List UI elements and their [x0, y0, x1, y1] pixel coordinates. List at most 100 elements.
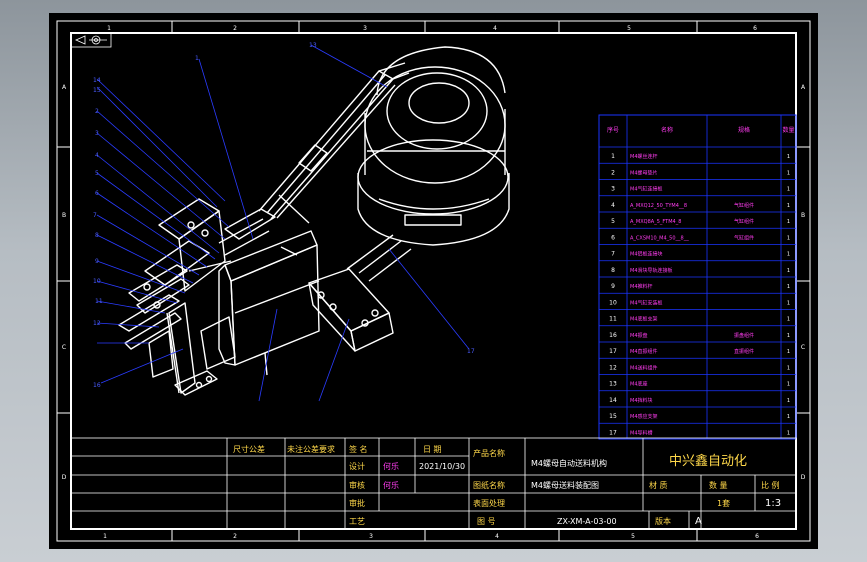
zone-top-1: 1	[107, 25, 111, 32]
bom-header-cell: 名称	[661, 126, 673, 134]
signature-header: 签 名	[349, 444, 368, 454]
bom-cell-no: 11	[609, 316, 617, 323]
bom-cell-qty: 1	[787, 365, 790, 371]
linear-vibrator	[218, 230, 320, 376]
bom-cell-qty: 1	[787, 382, 790, 388]
bom-cell-no: 1	[611, 153, 615, 160]
cylinder-assembly	[118, 198, 276, 396]
company-name: 中兴鑫自动化	[669, 453, 747, 469]
vibratory-bowl	[357, 46, 510, 246]
zone-right-d: D	[801, 474, 806, 481]
balloon-15: 15	[93, 87, 101, 94]
leader-lines	[96, 44, 470, 402]
balloon-6: 6	[95, 190, 99, 197]
bom-cell-name: M4底板支架	[630, 316, 658, 323]
bom-cell-name: M4挡料块	[630, 397, 653, 404]
zone-right-a: A	[801, 84, 806, 91]
product-label: 产品名称	[473, 448, 505, 458]
bom-cell-spec: 气缸组件	[734, 218, 754, 225]
balloon-8: 8	[95, 232, 99, 239]
zone-bottom-4: 4	[495, 533, 499, 540]
part-label: 图纸名称	[473, 480, 505, 490]
balloon-16: 16	[93, 382, 101, 389]
part-name: M4螺母送料装配图	[531, 480, 599, 490]
zone-bottom-2: 2	[233, 533, 237, 540]
bom-cell-no: 8	[611, 267, 615, 274]
bom-cell-qty: 1	[787, 300, 790, 306]
bom-cell-no: 4	[611, 202, 615, 209]
border-zone-labels: 1 2 3 4 5 6 1 2 3 4 5 6 A B C D A B C D	[62, 25, 806, 540]
bom-cell-no: 10	[609, 299, 617, 306]
balloon-10: 10	[93, 278, 101, 285]
zone-bottom-5: 5	[631, 533, 635, 540]
balloon-5: 5	[95, 170, 99, 177]
zone-left-d: D	[62, 474, 67, 481]
drawing-sheet: 1 2 3 4 5 6 1 2 3 4 5 6 A B C D A B C D	[49, 13, 818, 549]
bom-cell-qty: 1	[787, 333, 790, 339]
bom-cell-spec: 振盘组件	[734, 332, 754, 339]
process-label: 工艺	[349, 517, 365, 526]
bom-cell-name: M4气缸连接板	[630, 186, 663, 193]
bom-cell-no: 14	[609, 397, 617, 404]
bom-cell-qty: 1	[787, 219, 790, 225]
designer-label: 设计	[349, 461, 365, 471]
bom-cell-name: M4感应支架	[630, 413, 658, 420]
balloon-3: 3	[95, 130, 99, 137]
title-block	[70, 437, 797, 530]
bom-cell-spec: 气缸组件	[734, 234, 754, 241]
balloon-14: 14	[93, 77, 101, 84]
bom-cell-name: A_MXQ8A_5_FTM4_8	[630, 219, 681, 225]
bom-cell-no: 13	[609, 381, 617, 388]
bom-cell-qty: 1	[787, 317, 790, 323]
bom-header-cell: 规格	[738, 126, 750, 134]
date-header: 日 期	[423, 445, 442, 454]
scale-value: 1:3	[765, 498, 781, 509]
bom-cell-name: M4底座	[630, 381, 648, 388]
scale-label: 比 例	[761, 480, 780, 490]
bom-cell-qty: 1	[787, 430, 790, 436]
title-block-text: 尺寸公差 未注公差要求 签 名 日 期 设计 何乐 2021/10/30 产品名…	[233, 444, 781, 527]
drawing-no: ZX-XM-A-03-00	[557, 517, 617, 526]
bom-cell-qty: 1	[787, 284, 790, 290]
zone-top-6: 6	[753, 25, 757, 32]
design-date: 2021/10/30	[419, 462, 465, 471]
bom-cell-spec: 气缸组件	[734, 202, 754, 209]
bom-cell-qty: 1	[787, 203, 790, 209]
balloon-13: 13	[309, 42, 317, 49]
zone-top-4: 4	[493, 25, 497, 32]
bom-cell-no: 15	[609, 413, 617, 420]
bom-cell-name: A_CXSM10_M4_50__8__	[630, 235, 689, 241]
cad-drawing: 1 2 3 4 5 6 1 2 3 4 5 6 A B C D A B C D	[56, 20, 811, 542]
bom-cell-qty: 1	[787, 187, 790, 193]
bom-cell-no: 5	[611, 218, 615, 225]
bom-cell-name: M4推料杆	[630, 283, 653, 290]
bom-cell-qty: 1	[787, 414, 790, 420]
bom-cell-qty: 1	[787, 349, 790, 355]
bom-cell-name: M4铝板连接块	[630, 251, 663, 258]
zone-left-b: B	[62, 212, 66, 219]
bom-cell-no: 17	[609, 429, 617, 436]
bom-cell-qty: 1	[787, 252, 790, 258]
zone-bottom-3: 3	[369, 533, 373, 540]
bom-cell-name: M4滑块导轨连接板	[630, 267, 673, 274]
bom-cell-no: 12	[609, 364, 617, 371]
bom-cell-name: M4导料槽	[630, 429, 653, 436]
approve-label: 审批	[349, 498, 365, 508]
bom-cell-qty: 1	[787, 170, 790, 176]
zone-top-3: 3	[363, 25, 367, 32]
assembly-view	[118, 46, 510, 396]
bom-cell-name: A_MXQ12_50_TYM4__8	[630, 203, 687, 209]
zone-right-c: C	[801, 344, 805, 351]
projection-symbol-icon	[70, 32, 112, 48]
zone-right-b: B	[801, 212, 805, 219]
version-label: 版本	[655, 516, 671, 526]
zone-left-a: A	[62, 84, 67, 91]
bom-cell-no: 7	[611, 251, 615, 258]
feed-track	[258, 62, 410, 224]
bom-cell-qty: 1	[787, 154, 790, 160]
designer-name: 何乐	[383, 461, 399, 471]
balloon-7: 7	[93, 212, 97, 219]
bom-cell-spec: 直振组件	[734, 348, 754, 355]
bom-cell-name: M4螺母垫片	[630, 169, 658, 176]
qty-label: 数 量	[709, 480, 728, 490]
